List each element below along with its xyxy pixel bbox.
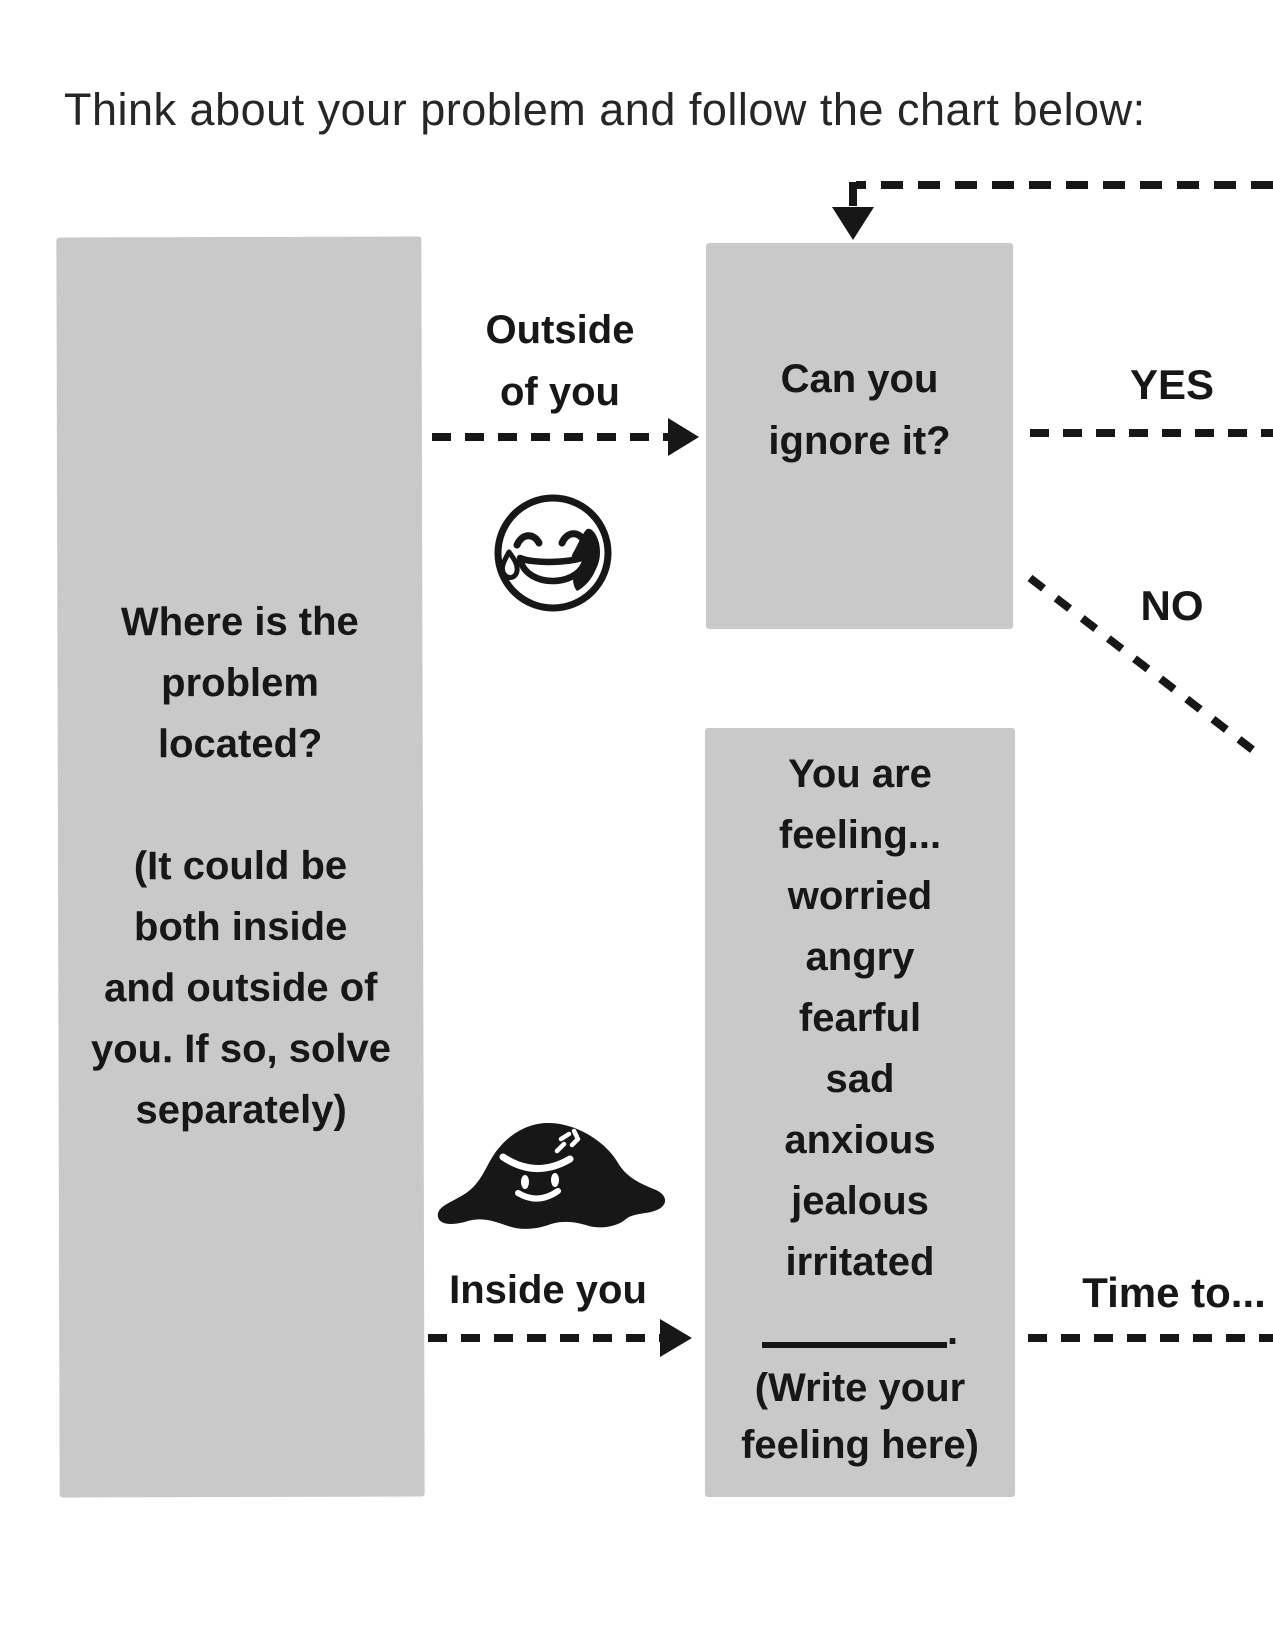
angry-blob-icon: [437, 1122, 666, 1229]
can-you-ignore-box: Can you ignore it?: [706, 243, 1013, 629]
outside-arrow: [432, 418, 699, 456]
where-is-problem-text: Where is the problem located? (It could …: [90, 599, 392, 1133]
feelings-list-text: You are feeling... worried angry fearful…: [778, 752, 942, 1284]
loop-back-arrow: [832, 181, 1273, 240]
outside-of-you-label: Outside of you: [485, 308, 635, 414]
time-to-label: Time to...: [1082, 1269, 1266, 1316]
write-in-blank-line: [761, 1320, 947, 1348]
yes-label: YES: [1129, 361, 1215, 408]
where-is-problem-box: Where is the problem located? (It could …: [56, 236, 425, 1498]
inside-arrow: [428, 1319, 692, 1357]
blank-period: .: [946, 1309, 959, 1353]
feeling-blank-row: .: [705, 1309, 1015, 1353]
can-you-ignore-text: Can you ignore it?: [768, 357, 951, 463]
write-feeling-note: (Write your feeling here): [741, 1366, 979, 1467]
inside-you-label: Inside you: [449, 1268, 647, 1312]
no-label: NO: [1140, 582, 1204, 629]
you-are-feeling-box: You are feeling... worried angry fearful…: [705, 728, 1015, 1497]
page-title: Think about your problem and follow the …: [64, 84, 1146, 135]
laughing-sweat-face-icon: [494, 494, 612, 612]
